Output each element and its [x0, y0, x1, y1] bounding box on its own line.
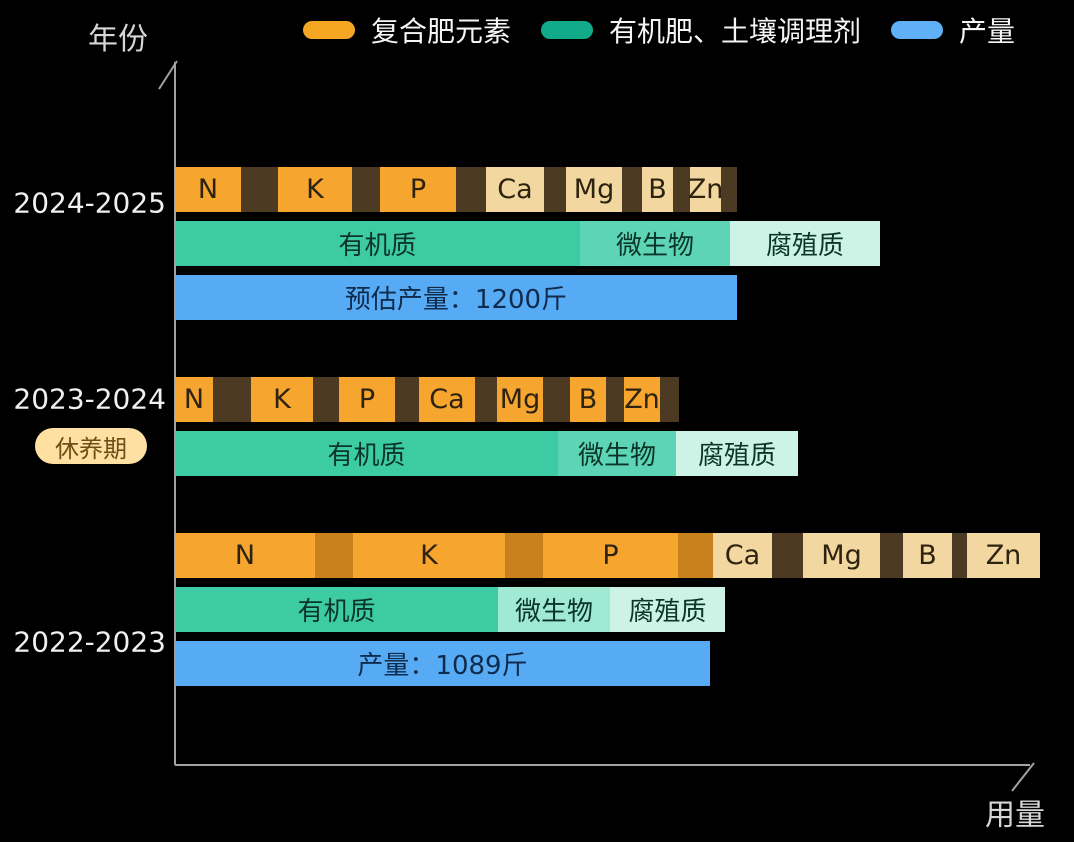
- fertilizer-separator: [352, 167, 380, 212]
- fertilizer-segment-B: B: [903, 533, 952, 578]
- fertilizer-separator: [772, 533, 803, 578]
- organic-segment-腐殖质: 腐殖质: [676, 431, 798, 476]
- fertilizer-segment-N: N: [175, 533, 315, 578]
- organic-segment-有机质: 有机质: [175, 221, 580, 266]
- organic-bar: 有机质微生物腐殖质: [175, 221, 880, 266]
- fertilizer-segment-B: B: [570, 377, 606, 422]
- fertilizer-separator: [456, 167, 486, 212]
- legend-item[interactable]: 复合肥元素: [303, 10, 511, 50]
- organic-segment-腐殖质: 腐殖质: [610, 587, 725, 632]
- x-axis-title: 用量: [985, 798, 1045, 833]
- rest-period-badge: 休养期: [35, 428, 147, 464]
- legend-item[interactable]: 产量: [891, 10, 1015, 50]
- fertilizer-segment-N: N: [175, 167, 241, 212]
- fertilizer-separator: [544, 167, 566, 212]
- fertilizer-segment-Zn: Zn: [967, 533, 1040, 578]
- legend-item[interactable]: 有机肥、土壤调理剂: [541, 10, 861, 50]
- year-label: 2023-2024: [13, 382, 166, 416]
- fertilizer-segment-Ca: Ca: [486, 167, 544, 212]
- fertilizer-segment-Zn: Zn: [624, 377, 660, 422]
- fertilizer-separator: [395, 377, 419, 422]
- fertilizer-segment-K: K: [278, 167, 352, 212]
- fertilizer-segment-N: N: [175, 377, 213, 422]
- fertilizer-separator: [505, 533, 543, 578]
- fertilizer-segment-Mg: Mg: [497, 377, 543, 422]
- yield-bar: 预估产量：1200斤: [175, 275, 737, 320]
- fertilizer-separator: [543, 377, 570, 422]
- fertilizer-segment-P: P: [543, 533, 678, 578]
- fertilizer-segment-B: B: [642, 167, 673, 212]
- legend-swatch-icon: [303, 21, 355, 39]
- fertilizer-separator: [241, 167, 278, 212]
- yield-label: 预估产量：1200斤: [344, 285, 568, 315]
- y-axis-title: 年份: [88, 22, 148, 57]
- fertilizer-segment-Mg: Mg: [566, 167, 622, 212]
- fertilizer-segment-Ca: Ca: [713, 533, 772, 578]
- year-label: 2024-2025: [13, 186, 166, 220]
- organic-bar: 有机质微生物腐殖质: [175, 431, 798, 476]
- fertilizer-segment-K: K: [353, 533, 505, 578]
- legend-label: 产量: [959, 15, 1016, 48]
- legend-swatch-icon: [541, 21, 594, 39]
- fertilizer-separator: [673, 167, 690, 212]
- organic-segment-腐殖质: 腐殖质: [730, 221, 880, 266]
- fertilizer-separator: [952, 533, 967, 578]
- yield-bar: 产量：1089斤: [175, 641, 710, 686]
- fertilizer-separator: [313, 377, 339, 422]
- fertilizer-separator: [213, 377, 251, 422]
- fertilizer-segment-P: P: [339, 377, 395, 422]
- fertilizer-segment-Mg: Mg: [803, 533, 880, 578]
- fertilizer-separator: [622, 167, 642, 212]
- legend-swatch-icon: [891, 21, 944, 39]
- fertilizer-separator: [315, 533, 353, 578]
- fertilizer-segment-P: P: [380, 167, 456, 212]
- fertilizer-separator: [721, 167, 737, 212]
- organic-segment-微生物: 微生物: [498, 587, 610, 632]
- fertilizer-separator: [660, 377, 679, 422]
- legend: 复合肥元素 有机肥、土壤调理剂 产量: [303, 10, 1015, 50]
- year-label: 2022-2023: [13, 625, 166, 659]
- legend-label: 复合肥元素: [371, 15, 512, 48]
- organic-segment-有机质: 有机质: [175, 431, 558, 476]
- organic-segment-微生物: 微生物: [558, 431, 676, 476]
- fertilizer-segment-Ca: Ca: [419, 377, 475, 422]
- fertilizer-segment-K: K: [251, 377, 313, 422]
- organic-bar: 有机质微生物腐殖质: [175, 587, 725, 632]
- fertilizer-separator: [678, 533, 713, 578]
- fertilizer-segment-Zn: Zn: [688, 167, 723, 212]
- organic-segment-有机质: 有机质: [175, 587, 498, 632]
- fertilizer-separator: [475, 377, 497, 422]
- organic-segment-微生物: 微生物: [580, 221, 730, 266]
- legend-label: 有机肥、土壤调理剂: [609, 15, 862, 48]
- fertilizer-separator: [880, 533, 903, 578]
- fertilizer-separator: [606, 377, 624, 422]
- yield-label: 产量：1089斤: [357, 651, 528, 681]
